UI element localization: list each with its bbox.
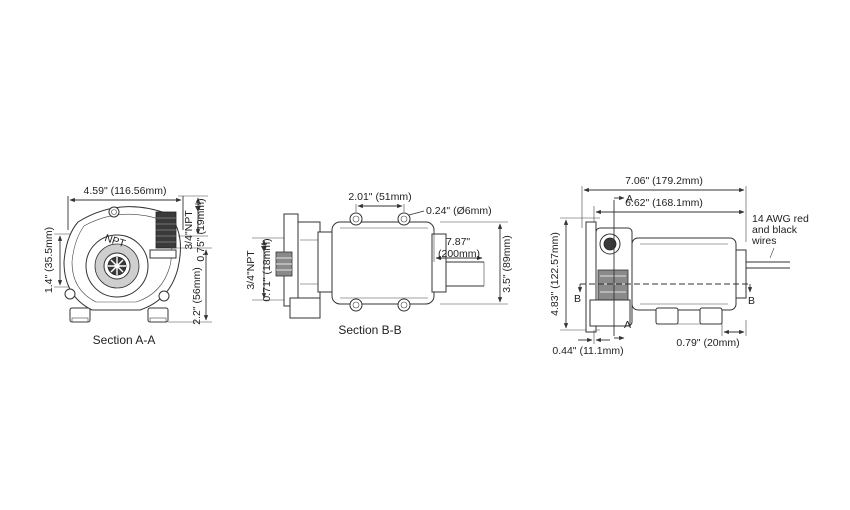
height-dimension-b: 3.5" (89mm) [501, 235, 513, 292]
offset-dimension: 0.44" (11.1mm) [552, 345, 623, 357]
port-dimension-b-line2: 0.71" (18mm) [261, 238, 273, 301]
front-view-section-a: 4.59" (116.56mm) 1.4" (35.5mm) NPT [43, 185, 212, 347]
height-dimension-c: 4.83" (122.57mm) [549, 232, 561, 316]
side-view-section-b: 3/4"NPT 0.71" (18mm) 2.01" ( [245, 191, 513, 337]
length-dimension-line2: (200mm) [438, 248, 480, 260]
port-dimension-a-line1: 3/4"NPT [183, 210, 195, 250]
foot-dimension: 0.79" (20mm) [676, 337, 739, 349]
section-marker-a-top: A [626, 193, 633, 205]
hole-diameter-dimension: 0.24" (Ø6mm) [426, 205, 492, 217]
port-dimension-a-line2: 0.75" (19mm) [195, 198, 207, 261]
impeller-icon [107, 256, 127, 276]
section-marker-b-left: B [574, 293, 581, 305]
port-dimension-b-line1: 3/4"NPT [245, 250, 257, 290]
bolt-spacing-dimension: 2.01" (51mm) [348, 191, 411, 203]
wire-note-line3: wires [751, 235, 777, 247]
section-marker-a-bottom: A [624, 319, 631, 331]
length-dimension-line1: 7.87" [446, 236, 470, 248]
height-dimension-a: 1.4" (35.5mm) [43, 227, 55, 293]
motor-length-dimension: 6.62" (168.1mm) [625, 197, 703, 209]
width-dimension-a: 4.59" (116.56mm) [84, 185, 167, 197]
overall-length-dimension: 7.06" (179.2mm) [625, 175, 703, 187]
section-a-caption: Section A-A [93, 333, 156, 347]
section-marker-b-right: B [748, 295, 755, 307]
top-view-overall: 7.06" (179.2mm) 6.62" (168.1mm) 14 AWG r… [549, 175, 809, 357]
wire-note-line2: and black [752, 224, 798, 236]
wire-note-line1: 14 AWG red [752, 213, 809, 225]
base-dimension-a: 2.2" (56mm) [191, 267, 203, 324]
section-b-caption: Section B-B [338, 323, 401, 337]
